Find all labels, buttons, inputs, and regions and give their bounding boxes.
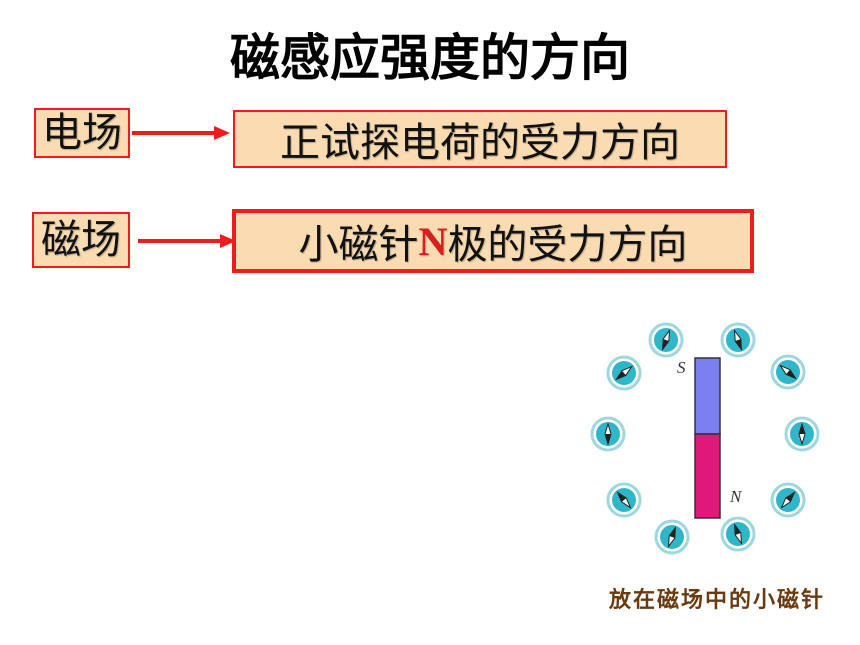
page-title: 磁感应强度的方向 xyxy=(230,29,630,87)
magnetic-direction-before: 小磁针 xyxy=(298,222,419,268)
compass-icon xyxy=(648,322,684,358)
compass-icon xyxy=(770,354,806,390)
compass-icon xyxy=(654,519,690,555)
electric-field-label: 电场 xyxy=(34,108,130,158)
magnetic-field-label: 磁场 xyxy=(32,212,130,268)
magnet-north-pole xyxy=(694,433,721,519)
compass-icon xyxy=(720,516,756,552)
magnetic-arrow-icon xyxy=(138,234,236,248)
magnet-compass-figure: S N xyxy=(590,322,820,555)
north-pole-label: N xyxy=(729,487,743,506)
compass-icon xyxy=(770,482,806,518)
compass-icon xyxy=(590,416,626,452)
compass-group xyxy=(590,322,820,555)
figure-caption: 放在磁场中的小磁针 xyxy=(608,587,825,613)
magnet-south-pole xyxy=(694,357,721,435)
south-pole-label: S xyxy=(677,358,686,377)
electric-arrow-icon xyxy=(132,126,230,140)
magnetic-direction-after: 极的受力方向 xyxy=(447,222,688,268)
compass-icon xyxy=(606,482,642,518)
electric-field-label-text: 电场 xyxy=(42,110,122,156)
electric-field-direction: 正试探电荷的受力方向 xyxy=(233,110,727,168)
compass-icon xyxy=(606,355,642,391)
electric-field-direction-text: 正试探电荷的受力方向 xyxy=(280,120,680,166)
magnetic-field-label-text: 磁场 xyxy=(41,217,121,263)
north-pole-highlight: N xyxy=(418,218,448,264)
compass-icon xyxy=(784,416,820,452)
compass-icon xyxy=(720,322,756,358)
